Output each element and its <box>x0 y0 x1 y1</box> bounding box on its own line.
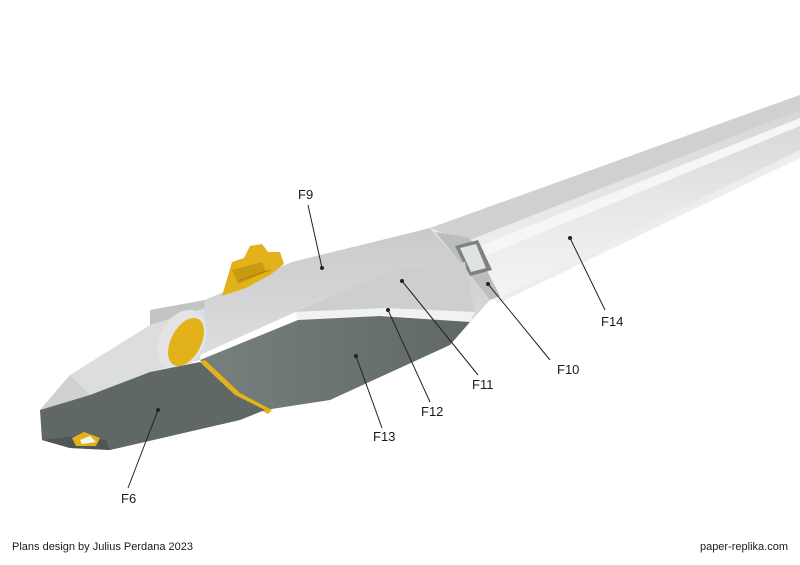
label-f14: F14 <box>601 314 623 329</box>
label-f13: F13 <box>373 429 395 444</box>
label-f10: F10 <box>557 362 579 377</box>
label-f11: F11 <box>472 377 493 392</box>
gold-window <box>157 309 207 371</box>
website-text: paper-replika.com <box>699 541 788 553</box>
gold-tab <box>222 244 284 296</box>
label-f12: F12 <box>421 404 443 419</box>
nose-side-f6 <box>40 362 265 450</box>
side-panel-f11 <box>295 262 475 312</box>
tail-boom-f14 <box>430 95 800 304</box>
white-strip-f12 <box>295 308 475 322</box>
label-f6: F6 <box>121 491 136 506</box>
leader-lines <box>127 204 606 489</box>
label-f9: F9 <box>298 187 313 202</box>
vent-panel-f10 <box>435 232 500 300</box>
credit-text: Plans design by Julius Perdana 2023 <box>12 541 194 553</box>
dark-panel-f13 <box>200 316 470 414</box>
